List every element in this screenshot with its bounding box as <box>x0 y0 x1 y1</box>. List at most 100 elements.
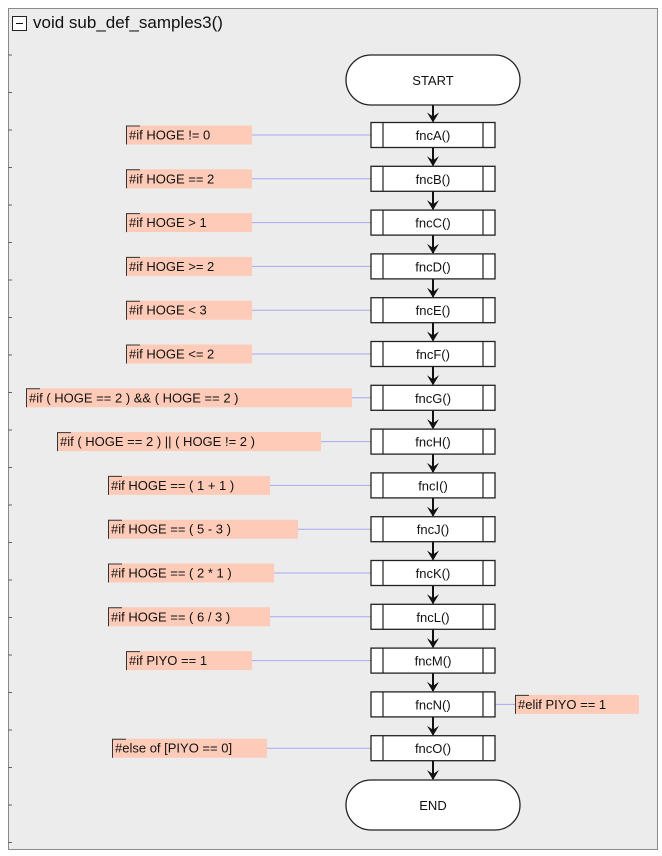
process-box-fncB[interactable]: fncB() <box>370 165 496 192</box>
process-box-fncC[interactable]: fncC() <box>370 209 496 236</box>
arrowhead-icon <box>427 725 439 736</box>
collapse-toggle-icon[interactable] <box>12 15 27 31</box>
condition-note <box>108 519 298 539</box>
arrowhead-icon <box>427 550 439 561</box>
condition-label: #if HOGE == ( 5 - 3 ) <box>111 522 231 537</box>
condition-note <box>108 607 270 627</box>
process-label: fncK() <box>416 566 451 581</box>
condition-note <box>126 125 252 145</box>
arrowhead-icon <box>427 770 439 780</box>
process-label: fncI() <box>418 478 448 493</box>
arrowhead-icon <box>427 156 439 167</box>
end-label: END <box>419 798 446 813</box>
process-box-fncN[interactable]: fncN() <box>370 691 496 718</box>
process-box-fncM[interactable]: fncM() <box>370 647 496 674</box>
note-bracket <box>112 738 126 758</box>
condition-label: #if HOGE < 3 <box>129 303 207 318</box>
condition-note <box>126 213 252 233</box>
process-box-fncI[interactable]: fncI() <box>370 472 496 499</box>
condition-note <box>108 563 274 583</box>
process-box-fncH[interactable]: fncH() <box>370 428 496 455</box>
condition-label: #if HOGE == 2 <box>129 171 214 186</box>
process-box-fncE[interactable]: fncE() <box>370 297 496 324</box>
process-box-frame <box>370 559 496 587</box>
note-bracket <box>126 256 140 276</box>
note-bracket <box>515 694 529 714</box>
condition-label: #if HOGE > 1 <box>129 215 207 230</box>
note-bracket <box>26 388 40 408</box>
note-bracket <box>126 213 140 233</box>
process-box-frame <box>370 253 496 280</box>
arrowhead-icon <box>427 243 439 254</box>
condition-label: #if PIYO == 1 <box>129 653 207 668</box>
process-label: fncG() <box>415 391 451 406</box>
end-terminal <box>345 779 521 831</box>
arrowhead-icon <box>427 375 439 386</box>
process-box-fncG[interactable]: fncG() <box>370 384 496 411</box>
condition-label: #elif PIYO == 1 <box>518 697 606 712</box>
condition-label: #if ( HOGE == 2 ) || ( HOGE != 2 ) <box>60 434 255 449</box>
condition-label: #if HOGE <= 2 <box>129 347 214 362</box>
process-label: fncL() <box>416 610 449 625</box>
process-label: fncH() <box>415 435 450 450</box>
process-box-frame <box>370 516 496 543</box>
arrowhead-icon <box>427 681 439 692</box>
condition-note <box>126 651 252 671</box>
arrowhead-icon <box>427 462 439 473</box>
process-box-frame <box>370 735 496 762</box>
process-label: fncJ() <box>417 522 450 537</box>
process-label: fncC() <box>415 216 450 231</box>
process-box-frame <box>370 428 496 455</box>
condition-note <box>57 432 321 452</box>
process-box-fncD[interactable]: fncD() <box>370 253 496 280</box>
note-bracket <box>108 519 122 539</box>
arrowhead-icon <box>427 594 439 605</box>
condition-label: #if HOGE == ( 1 + 1 ) <box>111 478 234 493</box>
note-bracket <box>108 563 122 583</box>
condition-note <box>26 388 352 408</box>
condition-note <box>112 738 267 758</box>
condition-label: #else of [PIYO == 0] <box>115 741 232 756</box>
note-bracket <box>126 344 140 364</box>
condition-label: #if HOGE != 0 <box>129 128 210 143</box>
process-box-frame <box>370 691 496 718</box>
condition-label: #if HOGE == ( 2 * 1 ) <box>111 566 232 581</box>
process-box-frame <box>370 647 496 674</box>
process-box-fncO[interactable]: fncO() <box>370 735 496 762</box>
note-bracket <box>126 125 140 145</box>
process-label: fncB() <box>416 172 451 187</box>
process-box-frame <box>370 340 496 368</box>
process-label: fncA() <box>416 128 451 143</box>
function-header: void sub_def_samples3() <box>12 12 223 34</box>
note-bracket <box>126 651 140 671</box>
note-bracket <box>108 475 122 495</box>
note-bracket <box>57 432 71 452</box>
process-box-fncL[interactable]: fncL() <box>370 603 496 630</box>
arrowhead-icon <box>427 331 439 342</box>
process-box-fncJ[interactable]: fncJ() <box>370 516 496 543</box>
process-box-fncK[interactable]: fncK() <box>370 559 496 587</box>
condition-label: #if HOGE >= 2 <box>129 259 214 274</box>
condition-note <box>126 256 252 276</box>
arrowhead-icon <box>427 506 439 517</box>
start-label: START <box>412 73 453 88</box>
process-box-frame <box>370 603 496 630</box>
condition-label: #if HOGE == ( 6 / 3 ) <box>111 609 230 624</box>
process-box-frame <box>370 209 496 236</box>
process-box-fncF[interactable]: fncF() <box>370 340 496 368</box>
process-box-frame <box>370 121 496 149</box>
function-title: void sub_def_samples3() <box>33 13 223 32</box>
condition-note <box>126 300 252 320</box>
start-terminal <box>345 54 521 106</box>
process-box-fncA[interactable]: fncA() <box>370 121 496 149</box>
arrowhead-icon <box>427 638 439 649</box>
process-box-frame <box>370 165 496 192</box>
condition-note <box>108 475 270 495</box>
process-label: fncN() <box>415 697 450 712</box>
process-label: fncD() <box>415 259 450 274</box>
arrowhead-icon <box>427 419 439 430</box>
condition-note <box>126 344 252 364</box>
process-label: fncE() <box>416 303 451 318</box>
process-box-frame <box>370 472 496 499</box>
